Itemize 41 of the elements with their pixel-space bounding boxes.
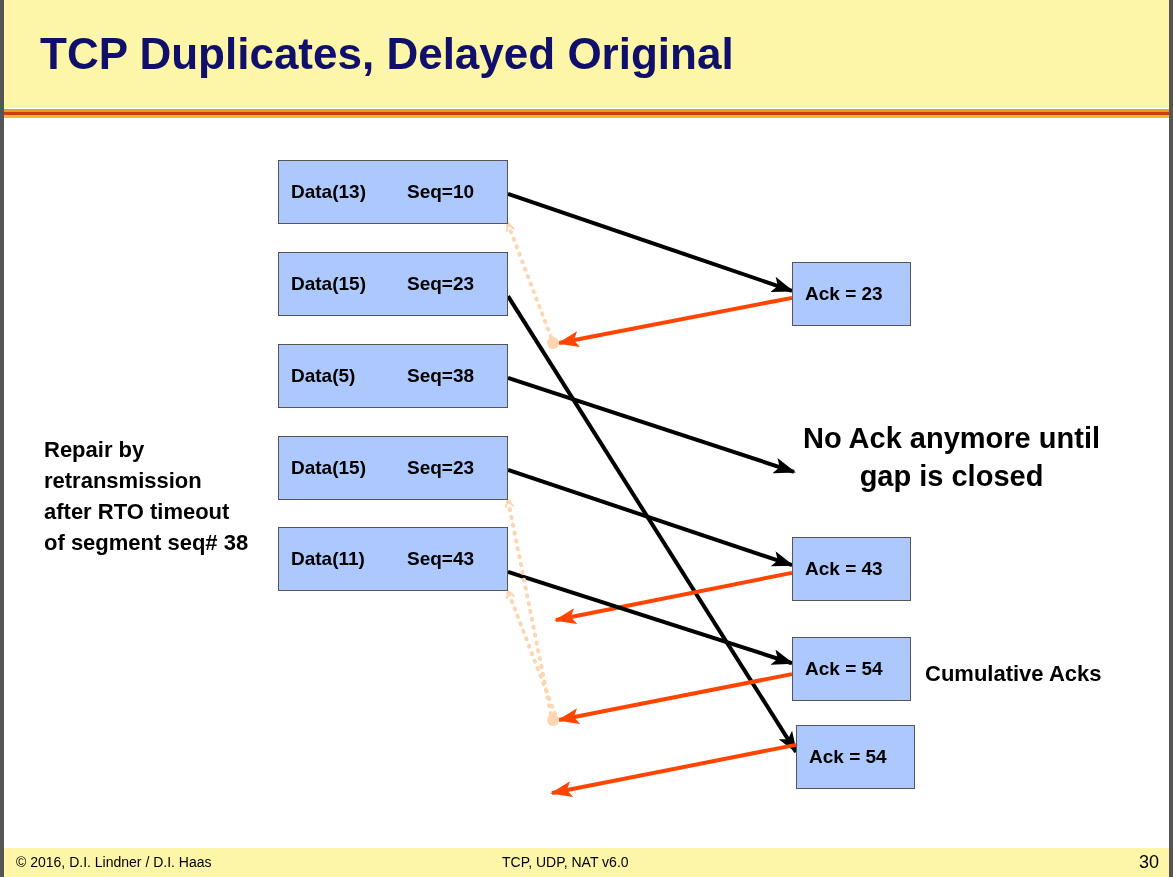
- segment-box: [278, 527, 508, 591]
- sequence-label: Ack = 43: [805, 556, 883, 581]
- sequence-label: Seq=23: [407, 455, 475, 480]
- side-note: Cumulative Acks: [925, 660, 1102, 688]
- arrow: [505, 589, 558, 716]
- sequence-label: Seq=43: [407, 546, 475, 571]
- segment-label: Data(5): [291, 363, 357, 388]
- segment-box: [278, 252, 508, 316]
- ack-box: [792, 262, 911, 326]
- segment-box: [278, 160, 508, 224]
- segment-box: [278, 436, 508, 500]
- ack-box: [792, 537, 911, 601]
- segment-label: Data(13): [291, 179, 367, 204]
- segment-label: Data(15): [291, 271, 367, 296]
- page-number: 30: [1138, 851, 1159, 874]
- arrow: [507, 192, 794, 293]
- footer-course: TCP, UDP, NAT v6.0: [502, 853, 629, 872]
- arrow: [506, 295, 798, 754]
- arrow: [507, 376, 796, 474]
- sequence-label: Seq=10: [407, 179, 475, 204]
- sequence-label: Seq=38: [407, 363, 475, 388]
- sequence-label: Ack = 54: [809, 744, 887, 769]
- sequence-label: Ack = 23: [805, 281, 883, 306]
- sequence-label: Ack = 54: [805, 656, 883, 681]
- arrow: [557, 295, 793, 348]
- note-text: No Ack anymore until gap is closed: [801, 421, 1101, 494]
- arrow: [507, 468, 794, 568]
- footer-copyright: © 2016, D.I. Lindner / D.I. Haas: [16, 853, 212, 872]
- segment-label: Data(15): [291, 455, 367, 480]
- segment-label: Data(11): [291, 546, 366, 571]
- arrow: [505, 222, 553, 339]
- arrow: [507, 569, 794, 666]
- arrow: [557, 672, 793, 724]
- arrow: [504, 498, 553, 716]
- arrow: [550, 742, 797, 797]
- note-text: Repair by retransmission after RTO timeout of segment seq# 38: [44, 436, 249, 557]
- slide-title: TCP Duplicates, Delayed Original: [40, 32, 734, 76]
- ack-box: [796, 725, 915, 789]
- sequence-label: Seq=23: [407, 271, 475, 296]
- segment-box: [278, 344, 508, 408]
- arrow: [554, 570, 793, 624]
